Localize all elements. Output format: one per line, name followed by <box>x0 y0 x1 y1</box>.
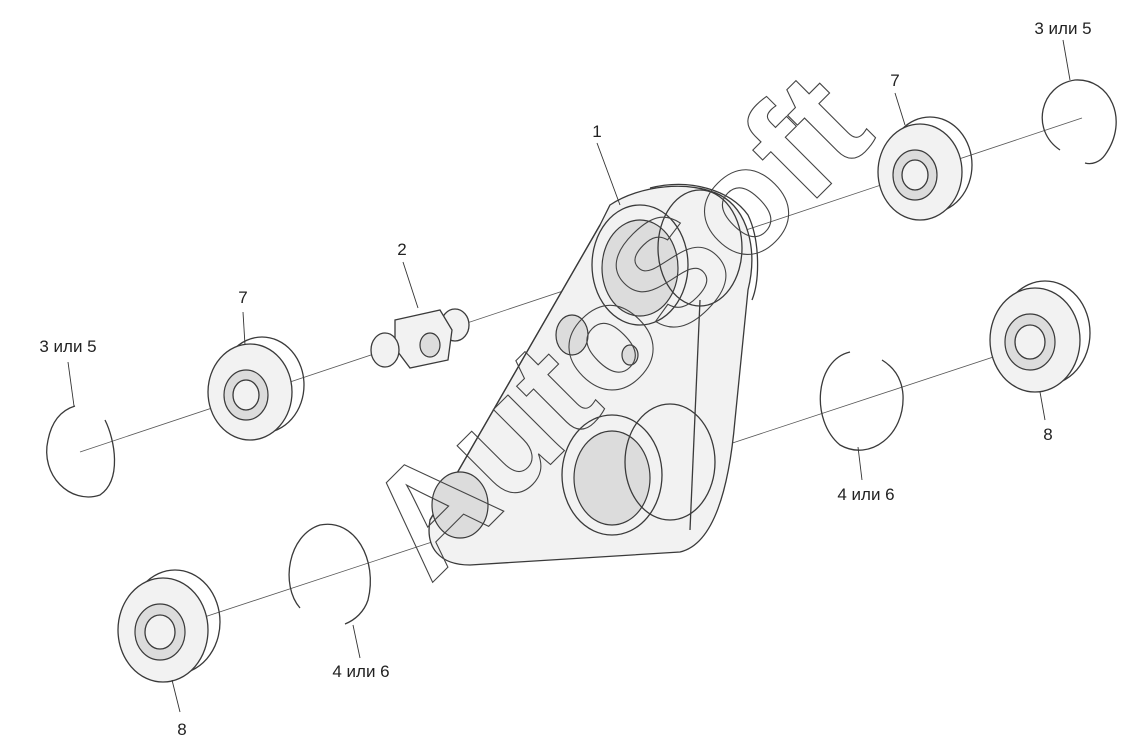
ring-4-6-left <box>288 523 371 625</box>
callout-bearing-8-left: 8 <box>177 720 186 739</box>
bearing-7-left <box>207 336 305 441</box>
bearing-8-left <box>117 569 221 683</box>
bearing-7-right <box>877 116 973 221</box>
callout-ring-lower-left: 4 или 6 <box>332 662 389 681</box>
ring-4-6-right <box>819 351 904 451</box>
leader-lines <box>67 39 1071 713</box>
ring-3-5-left <box>46 405 116 498</box>
nipple-part <box>370 308 470 369</box>
callout-housing: 1 <box>592 122 601 141</box>
ring-3-5-right <box>1041 79 1117 165</box>
bearing-8-right <box>989 280 1091 393</box>
callout-nipple: 2 <box>397 240 406 259</box>
callout-bearing-7-left: 7 <box>238 288 247 307</box>
callout-bearing-8-right: 8 <box>1043 425 1052 444</box>
callout-ring-lower-right: 4 или 6 <box>837 485 894 504</box>
housing-part <box>428 183 759 566</box>
callout-ring-left: 3 или 5 <box>39 337 96 356</box>
callout-ring-top-right: 3 или 5 <box>1034 19 1091 38</box>
callout-bearing-7-right: 7 <box>890 71 899 90</box>
